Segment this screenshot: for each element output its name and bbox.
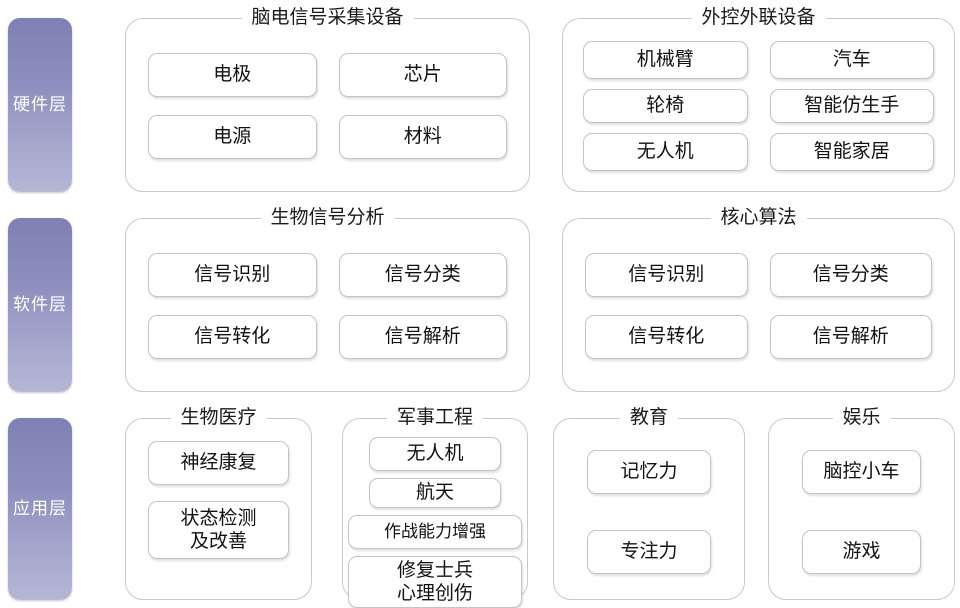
chip-automobile[interactable]: 汽车 — [769, 41, 934, 79]
chip-signal-classification[interactable]: 信号分类 — [338, 253, 507, 297]
chip-signal-parsing[interactable]: 信号解析 — [338, 315, 507, 359]
group-body-military-engineering: 无人机 航天 作战能力增强 修复士兵 心理创伤 — [343, 419, 527, 608]
group-body-eeg-acquisition-device: 电极 电源 芯片 材料 — [126, 19, 529, 191]
group-body-core-algorithm: 信号识别 信号转化 信号分类 信号解析 — [563, 219, 954, 391]
chip-chip[interactable]: 芯片 — [338, 53, 507, 97]
chip-electrode[interactable]: 电极 — [148, 53, 317, 97]
group-title-entertainment: 娱乐 — [832, 406, 891, 430]
group-entertainment: 娱乐 脑控小车 游戏 — [768, 406, 955, 600]
chip-signal-conversion[interactable]: 信号转化 — [585, 315, 748, 359]
chip-concentration[interactable]: 专注力 — [587, 530, 711, 574]
group-body-entertainment: 脑控小车 游戏 — [769, 419, 954, 599]
group-column: 信号分类 信号解析 — [769, 239, 932, 373]
group-title-external-control-linked-device: 外控外联设备 — [691, 6, 826, 30]
group-body-biomedical: 神经康复 状态检测 及改善 — [126, 419, 311, 599]
group-column: 电极 电源 — [148, 39, 317, 173]
chip-drone[interactable]: 无人机 — [369, 437, 501, 471]
group-title-biosignal-analysis: 生物信号分析 — [260, 206, 395, 230]
layer-pill-application-label: 应用层 — [13, 498, 67, 518]
chip-aerospace[interactable]: 航天 — [369, 478, 501, 508]
group-column: 信号识别 信号转化 — [585, 239, 748, 373]
group-body-biosignal-analysis: 信号识别 信号转化 信号分类 信号解析 — [126, 219, 529, 391]
layer-pill-application[interactable]: 应用层 — [8, 418, 72, 600]
group-core-algorithm: 核心算法 信号识别 信号转化 信号分类 信号解析 — [562, 206, 955, 392]
chip-combat-capability-enhancement[interactable]: 作战能力增强 — [347, 515, 523, 549]
chip-smart-home[interactable]: 智能家居 — [769, 133, 934, 171]
group-education: 教育 记忆力 专注力 — [553, 406, 745, 600]
group-body-education: 记忆力 专注力 — [554, 419, 744, 599]
chip-signal-recognition[interactable]: 信号识别 — [148, 253, 317, 297]
chip-wheelchair[interactable]: 轮椅 — [583, 89, 748, 123]
group-column: 芯片 材料 — [338, 39, 507, 173]
chip-signal-conversion[interactable]: 信号转化 — [148, 315, 317, 359]
group-military-engineering: 军事工程 无人机 航天 作战能力增强 修复士兵 心理创伤 — [342, 406, 528, 608]
group-eeg-acquisition-device: 脑电信号采集设备 电极 电源 芯片 材料 — [125, 6, 530, 192]
chip-memory[interactable]: 记忆力 — [587, 450, 711, 494]
group-column: 信号识别 信号转化 — [148, 239, 317, 373]
group-title-eeg-acquisition-device: 脑电信号采集设备 — [241, 6, 414, 30]
chip-signal-parsing[interactable]: 信号解析 — [769, 315, 932, 359]
chip-drone[interactable]: 无人机 — [583, 133, 748, 171]
group-title-biomedical: 生物医疗 — [170, 406, 267, 430]
chip-smart-bionic-hand[interactable]: 智能仿生手 — [769, 89, 934, 123]
group-biomedical: 生物医疗 神经康复 状态检测 及改善 — [125, 406, 312, 600]
chip-material[interactable]: 材料 — [338, 115, 507, 159]
group-title-education: 教育 — [619, 406, 679, 430]
group-column: 信号分类 信号解析 — [338, 239, 507, 373]
layer-pill-hardware-label: 硬件层 — [13, 94, 67, 114]
layer-pill-software[interactable]: 软件层 — [8, 218, 72, 392]
chip-state-detection-and-improvement[interactable]: 状态检测 及改善 — [148, 501, 289, 559]
chip-repair-soldier-psychological-trauma[interactable]: 修复士兵 心理创伤 — [347, 556, 523, 608]
group-external-control-linked-device: 外控外联设备 机械臂 轮椅 无人机 汽车 智能仿生手 智能家居 — [562, 6, 955, 192]
group-column: 机械臂 轮椅 无人机 — [583, 35, 748, 177]
chip-robotic-arm[interactable]: 机械臂 — [583, 41, 748, 79]
chip-brain-controlled-car[interactable]: 脑控小车 — [801, 450, 922, 494]
group-column: 汽车 智能仿生手 智能家居 — [769, 35, 934, 177]
layer-pill-hardware[interactable]: 硬件层 — [8, 18, 72, 192]
chip-signal-classification[interactable]: 信号分类 — [769, 253, 932, 297]
chip-power-supply[interactable]: 电源 — [148, 115, 317, 159]
group-title-core-algorithm: 核心算法 — [710, 206, 807, 230]
chip-neurorehabilitation[interactable]: 神经康复 — [148, 441, 289, 485]
chip-game[interactable]: 游戏 — [801, 530, 922, 574]
group-biosignal-analysis: 生物信号分析 信号识别 信号转化 信号分类 信号解析 — [125, 206, 530, 392]
layer-pill-software-label: 软件层 — [13, 294, 67, 314]
group-title-military-engineering: 军事工程 — [386, 406, 484, 430]
group-body-external-control-linked-device: 机械臂 轮椅 无人机 汽车 智能仿生手 智能家居 — [563, 19, 954, 191]
chip-signal-recognition[interactable]: 信号识别 — [585, 253, 748, 297]
